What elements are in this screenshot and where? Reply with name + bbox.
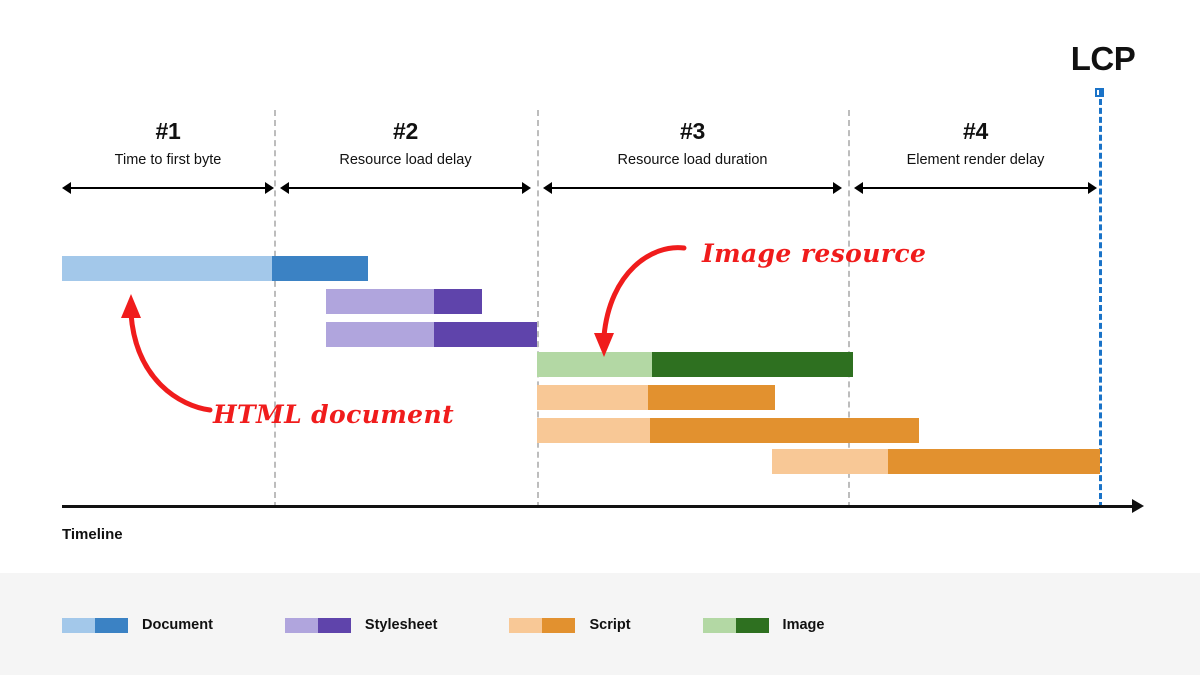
phase-block: #2 Resource load delay <box>280 118 531 194</box>
resource-bar-image <box>537 352 853 377</box>
phase-divider <box>848 110 850 508</box>
phase-number: #4 <box>963 118 988 144</box>
lcp-dashed-line <box>1099 90 1102 508</box>
bar-segment-delay <box>537 385 648 410</box>
bar-segment-delay <box>62 256 272 281</box>
phase-span-arrow <box>543 182 842 194</box>
timeline-axis <box>62 505 1134 508</box>
bar-segment-duration <box>888 449 1100 474</box>
bar-segment-duration <box>434 289 482 314</box>
image-resource-annotation: Image resource <box>702 239 927 268</box>
arrow-right-icon <box>833 182 842 194</box>
resource-bar-stylesheet <box>326 322 537 347</box>
legend-label: Image <box>782 617 825 633</box>
resource-bar-script <box>772 449 1100 474</box>
phase-divider <box>537 110 539 508</box>
legend-band <box>0 573 1200 675</box>
phase-name: Time to first byte <box>114 152 222 168</box>
legend-item-script: Script <box>509 617 631 633</box>
resource-bar-stylesheet <box>326 289 482 314</box>
resource-bar-document <box>62 256 368 281</box>
legend-item-document: Document <box>62 617 213 633</box>
resource-bar-script <box>537 418 919 443</box>
phase-block: #1 Time to first byte <box>62 118 274 194</box>
arrow-line <box>69 187 267 189</box>
legend-label: Script <box>589 617 631 633</box>
phase-name: Resource load delay <box>339 152 472 168</box>
phase-span-arrow <box>854 182 1097 194</box>
bar-segment-delay <box>326 289 434 314</box>
bar-segment-delay <box>772 449 888 474</box>
phase-number: #2 <box>393 118 418 144</box>
bar-segment-duration <box>650 418 919 443</box>
image-resource-annotation-arrow <box>594 245 687 357</box>
arrow-line <box>550 187 835 189</box>
arrow-left-icon <box>543 182 552 194</box>
phase-name: Resource load duration <box>617 152 768 168</box>
legend-swatch-icon <box>62 617 128 633</box>
bar-segment-delay <box>537 352 652 377</box>
phase-number: #3 <box>680 118 705 144</box>
bar-segment-delay <box>326 322 434 347</box>
arrow-right-icon <box>1088 182 1097 194</box>
legend-swatch-icon <box>702 617 769 633</box>
arrow-left-icon <box>854 182 863 194</box>
arrow-left-icon <box>280 182 289 194</box>
phase-span-arrow <box>280 182 531 194</box>
phase-divider <box>274 110 276 508</box>
arrow-left-icon <box>62 182 71 194</box>
arrow-right-icon <box>265 182 274 194</box>
arrow-line <box>287 187 524 189</box>
html-document-annotation: HTML document <box>213 400 455 429</box>
legend-swatch-icon <box>509 617 576 633</box>
bar-segment-duration <box>272 256 368 281</box>
bar-segment-duration <box>652 352 853 377</box>
html-document-annotation-arrow <box>121 294 213 413</box>
phase-name: Element render delay <box>906 152 1045 168</box>
resource-bar-script <box>537 385 775 410</box>
lcp-label: LCP <box>1070 40 1136 77</box>
phase-number: #1 <box>155 118 181 144</box>
legend: Document Stylesheet Script Image <box>62 617 896 633</box>
bar-segment-delay <box>537 418 650 443</box>
legend-item-image: Image <box>702 617 825 633</box>
bar-segment-duration <box>648 385 775 410</box>
legend-label: Document <box>142 617 213 633</box>
legend-swatch-icon <box>284 617 351 633</box>
bar-segment-duration <box>434 322 537 347</box>
phase-block: #3 Resource load duration <box>543 118 842 194</box>
phase-block: #4 Element render delay <box>854 118 1097 194</box>
arrow-line <box>861 187 1090 189</box>
phase-span-arrow <box>62 182 274 194</box>
arrow-right-icon <box>522 182 531 194</box>
timeline-label: Timeline <box>62 526 123 543</box>
legend-label: Stylesheet <box>364 617 438 633</box>
legend-item-stylesheet: Stylesheet <box>284 617 438 633</box>
timeline-arrow-icon <box>1132 499 1144 513</box>
